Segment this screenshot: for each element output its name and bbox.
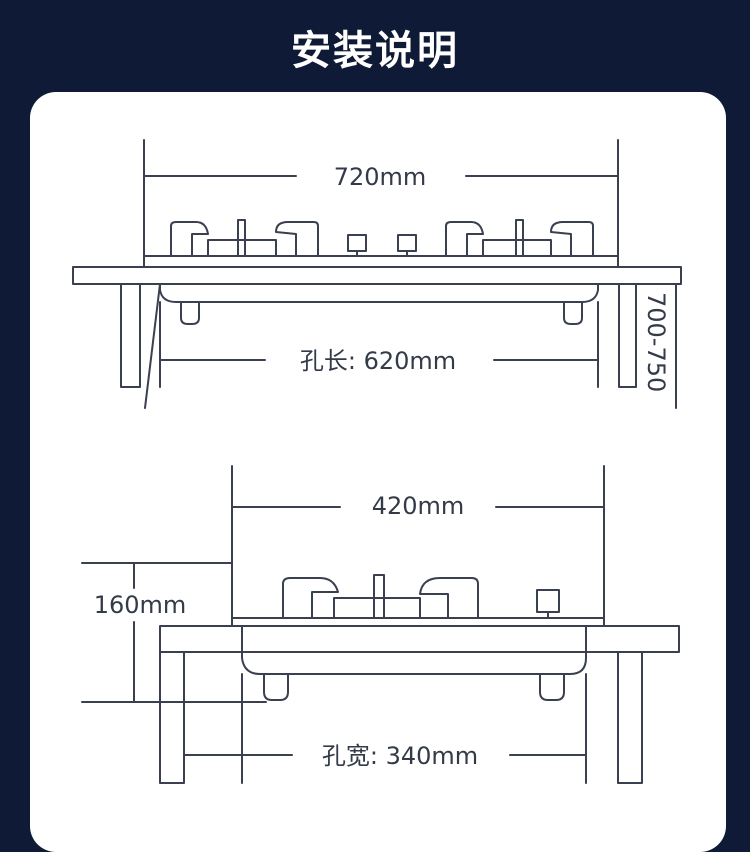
height-range-label: 700-750 xyxy=(642,292,670,392)
depth-160-label: 160mm xyxy=(94,591,187,619)
installation-diagram: 720mm 孔长: 620mm 700-750 420mm 160mm 孔宽: … xyxy=(72,139,682,784)
width-420-label: 420mm xyxy=(372,492,465,520)
width-720-label: 720mm xyxy=(334,163,427,191)
front-view-drawing xyxy=(72,139,682,409)
page-title: 安装说明 xyxy=(291,28,459,74)
diagram-card xyxy=(30,92,726,852)
side-view-drawing xyxy=(81,465,680,784)
hole-width-label: 孔宽: 340mm xyxy=(322,742,478,770)
hole-length-label: 孔长: 620mm xyxy=(300,347,456,375)
page: 安装说明 xyxy=(30,28,726,852)
